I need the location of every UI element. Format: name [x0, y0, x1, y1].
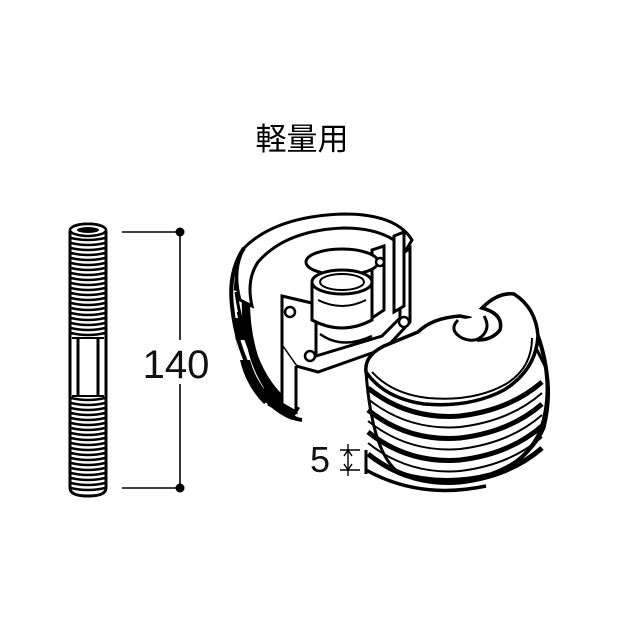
length-label: 140 [143, 343, 210, 387]
gap-dimension: 5 [310, 439, 360, 480]
gap-label: 5 [310, 439, 330, 480]
ring-fins [366, 380, 544, 485]
stud-bolt [68, 222, 108, 498]
bolt-thread [70, 236, 106, 492]
drawing-title: 軽量用 [256, 122, 349, 158]
ring-half-right [364, 292, 551, 493]
ring-half-left [229, 212, 414, 422]
length-dimension: 140 [122, 227, 218, 493]
